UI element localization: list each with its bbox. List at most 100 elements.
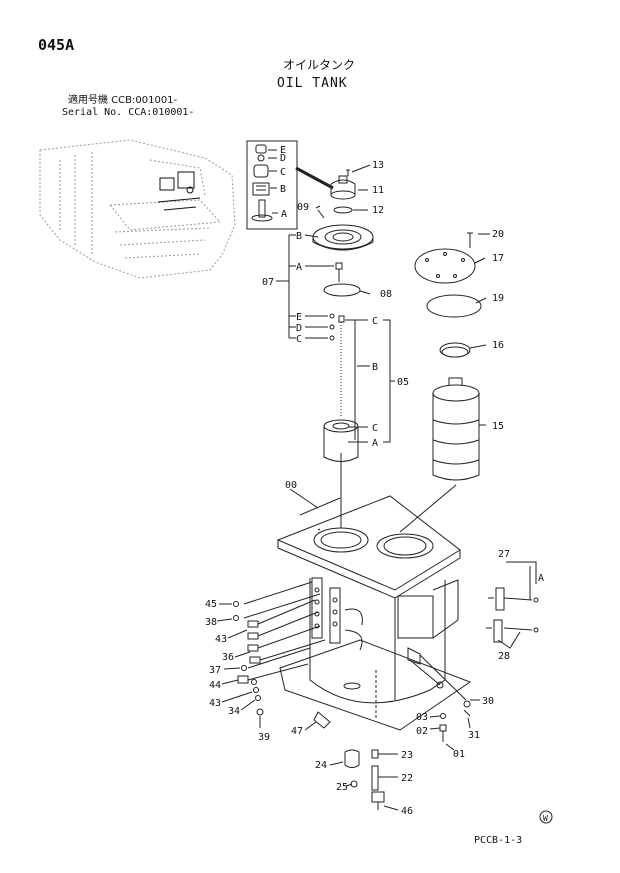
bracket-05-lines <box>345 319 370 443</box>
label-09: 09 <box>297 202 309 213</box>
label-02: 02 <box>416 726 428 737</box>
inset-letter-a: A <box>281 209 287 220</box>
g07-letter-b: B <box>296 231 302 242</box>
gasket-19 <box>426 294 482 318</box>
label-43-upper: 43 <box>215 634 227 645</box>
fitting-leader-lines <box>243 581 326 681</box>
breather-parts-inset <box>251 144 273 222</box>
label-37: 37 <box>209 665 221 676</box>
tank-top-plate <box>276 495 461 599</box>
g27-letter-a: A <box>538 573 544 584</box>
label-43-lower: 43 <box>209 698 221 709</box>
label-27: 27 <box>498 549 510 560</box>
leader-08 <box>359 290 371 295</box>
label-11: 11 <box>372 185 384 196</box>
leader-11-12-13 <box>351 164 371 211</box>
label-34: 34 <box>228 706 240 717</box>
label-44: 44 <box>209 680 221 691</box>
inset-letter-e: E <box>280 145 286 156</box>
page-code: 045A <box>38 36 75 54</box>
label-28: 28 <box>498 651 510 662</box>
leader-16 <box>469 344 487 349</box>
strainer-15 <box>432 377 480 481</box>
label-17: 17 <box>492 253 504 264</box>
label-30: 30 <box>482 696 494 707</box>
label-23: 23 <box>401 750 413 761</box>
fitting-labels-leaders <box>216 603 317 731</box>
g07-letter-d: D <box>296 323 302 334</box>
label-07: 07 <box>262 277 274 288</box>
part-to-tank-lines <box>340 453 457 533</box>
inset-letter-b: B <box>280 184 286 195</box>
drain-parts <box>344 749 385 810</box>
right-fitting-leaders <box>429 699 480 751</box>
applicable-models: 適用号機 CCB:001001- <box>68 95 178 106</box>
g07-letter-a: A <box>296 262 302 273</box>
title-japanese: オイルタンク <box>283 58 356 72</box>
bracket-28 <box>497 631 521 649</box>
letter-callouts: E D C B A B A E D C C B C A A W <box>280 145 548 823</box>
drain-leaders <box>329 753 399 811</box>
cover-17 <box>414 248 476 284</box>
label-39: 39 <box>258 732 270 743</box>
bracket-05 <box>383 319 395 443</box>
label-08: 08 <box>380 289 392 300</box>
title-english: OIL TANK <box>277 76 348 91</box>
inset-letter-d: D <box>280 153 286 164</box>
assembly-07-parts <box>323 262 361 418</box>
bracket-27-28 <box>486 587 539 643</box>
label-05: 05 <box>397 377 409 388</box>
machine-highlight <box>157 171 201 211</box>
g05-letter-c-bottom: C <box>372 423 378 434</box>
label-24: 24 <box>315 760 327 771</box>
label-19: 19 <box>492 293 504 304</box>
breather-inset-box <box>246 140 298 230</box>
inset-leader-lines <box>268 149 278 214</box>
bolt-20 <box>467 232 473 248</box>
label-00: 00 <box>285 480 297 491</box>
label-16: 16 <box>492 340 504 351</box>
g07-letter-c: C <box>296 334 302 345</box>
label-20: 20 <box>492 229 504 240</box>
filter-cover-07 <box>312 224 374 251</box>
inset-pointer <box>295 166 334 190</box>
serial-number: Serial No. CCA:010001- <box>62 107 195 118</box>
leader-00 <box>289 488 319 509</box>
watermark-letter: W <box>543 814 548 823</box>
g05-letter-a: A <box>372 438 378 449</box>
label-31: 31 <box>468 730 480 741</box>
label-38: 38 <box>205 617 217 628</box>
ring-16 <box>439 342 471 358</box>
label-47: 47 <box>291 726 303 737</box>
machine-silhouette <box>39 139 236 279</box>
label-46: 46 <box>401 806 413 817</box>
bracket-27 <box>506 561 537 600</box>
screw-13 <box>346 169 350 176</box>
g07-letter-e: E <box>296 312 302 323</box>
sheet-code: PCCB-1-3 <box>474 835 523 846</box>
label-25: 25 <box>336 782 348 793</box>
label-15: 15 <box>492 421 504 432</box>
label-22: 22 <box>401 773 413 784</box>
label-03: 03 <box>416 712 428 723</box>
bolt-09 <box>315 205 325 219</box>
o-ring-12 <box>333 206 353 214</box>
leader-17-19-20 <box>474 233 490 304</box>
watermark-circle <box>539 810 553 824</box>
g05-letter-b: B <box>372 362 378 373</box>
breather-11 <box>330 175 356 200</box>
leader-07-letters <box>304 234 334 339</box>
label-01: 01 <box>453 749 465 760</box>
tank-side-ports <box>311 577 363 651</box>
inset-letter-c: C <box>280 167 286 178</box>
part-labels: 13 11 12 09 07 08 05 20 17 19 16 15 00 2… <box>205 160 510 817</box>
label-45: 45 <box>205 599 217 610</box>
bracket-07 <box>288 234 296 339</box>
g05-letter-c-top: C <box>372 316 378 327</box>
label-13: 13 <box>372 160 384 171</box>
tank-body <box>279 578 472 731</box>
label-12: 12 <box>372 205 384 216</box>
label-36: 36 <box>222 652 234 663</box>
left-fittings <box>233 601 331 729</box>
